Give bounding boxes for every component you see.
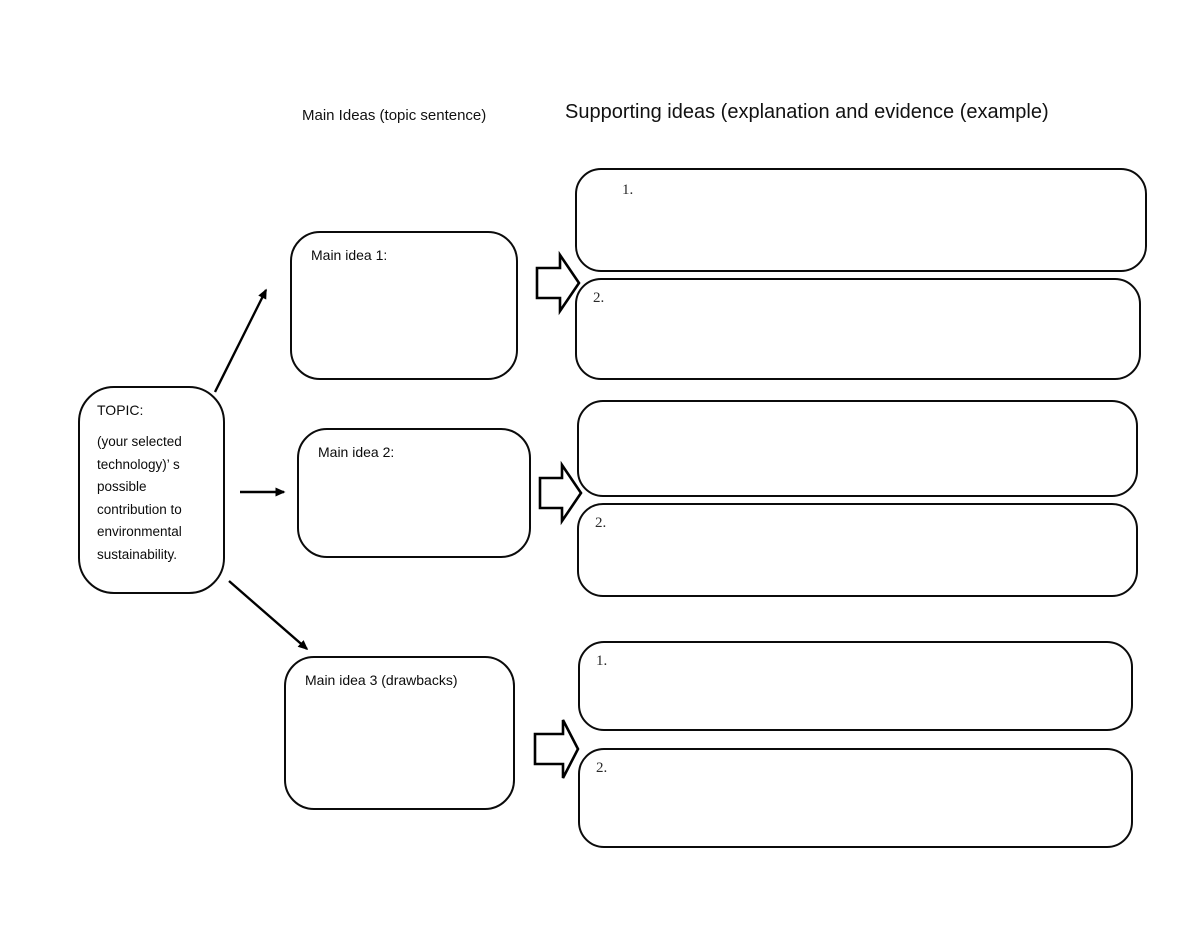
arrow-topic-to-main-idea-3 — [228, 580, 309, 650]
column-header-supporting-ideas: Supporting ideas (explanation and eviden… — [565, 101, 1049, 123]
block-arrow-main-idea-3-to-supporting — [533, 719, 580, 779]
supporting-box-1-2[interactable]: 2. — [575, 278, 1141, 380]
main-idea-1-label: Main idea 1: — [311, 247, 388, 263]
topic-body-text: (your selected technology)’ s possible c… — [97, 434, 182, 562]
arrow-topic-to-main-idea-1 — [213, 288, 268, 393]
topic-title: TOPIC: — [97, 402, 144, 418]
main-idea-2-box[interactable]: Main idea 2: — [297, 428, 531, 558]
supporting-box-2-2[interactable]: 2. — [577, 503, 1138, 597]
supporting-box-2-2-number: 2. — [595, 515, 607, 531]
supporting-box-2-1-number — [579, 402, 1136, 412]
supporting-box-2-1[interactable] — [577, 400, 1138, 497]
main-idea-2-label: Main idea 2: — [318, 444, 395, 460]
main-idea-1-box[interactable]: Main idea 1: — [290, 231, 518, 380]
main-idea-3-box[interactable]: Main idea 3 (drawbacks) — [284, 656, 515, 810]
block-arrow-main-idea-1-to-supporting — [535, 250, 581, 316]
supporting-box-3-1[interactable]: 1. — [578, 641, 1133, 731]
supporting-box-1-1-number: 1. — [622, 182, 634, 198]
block-arrow-main-idea-2-to-supporting — [538, 460, 583, 526]
supporting-box-3-1-number: 1. — [596, 653, 608, 669]
topic-box[interactable]: TOPIC: (your selected technology)’ s pos… — [78, 386, 225, 594]
supporting-box-3-2-number: 2. — [596, 760, 608, 776]
supporting-box-1-1[interactable]: 1. — [575, 168, 1147, 272]
supporting-box-3-2[interactable]: 2. — [578, 748, 1133, 848]
main-idea-3-label: Main idea 3 (drawbacks) — [305, 672, 458, 688]
supporting-box-1-2-number: 2. — [593, 290, 605, 306]
column-header-main-ideas: Main Ideas (topic sentence) — [302, 107, 487, 124]
